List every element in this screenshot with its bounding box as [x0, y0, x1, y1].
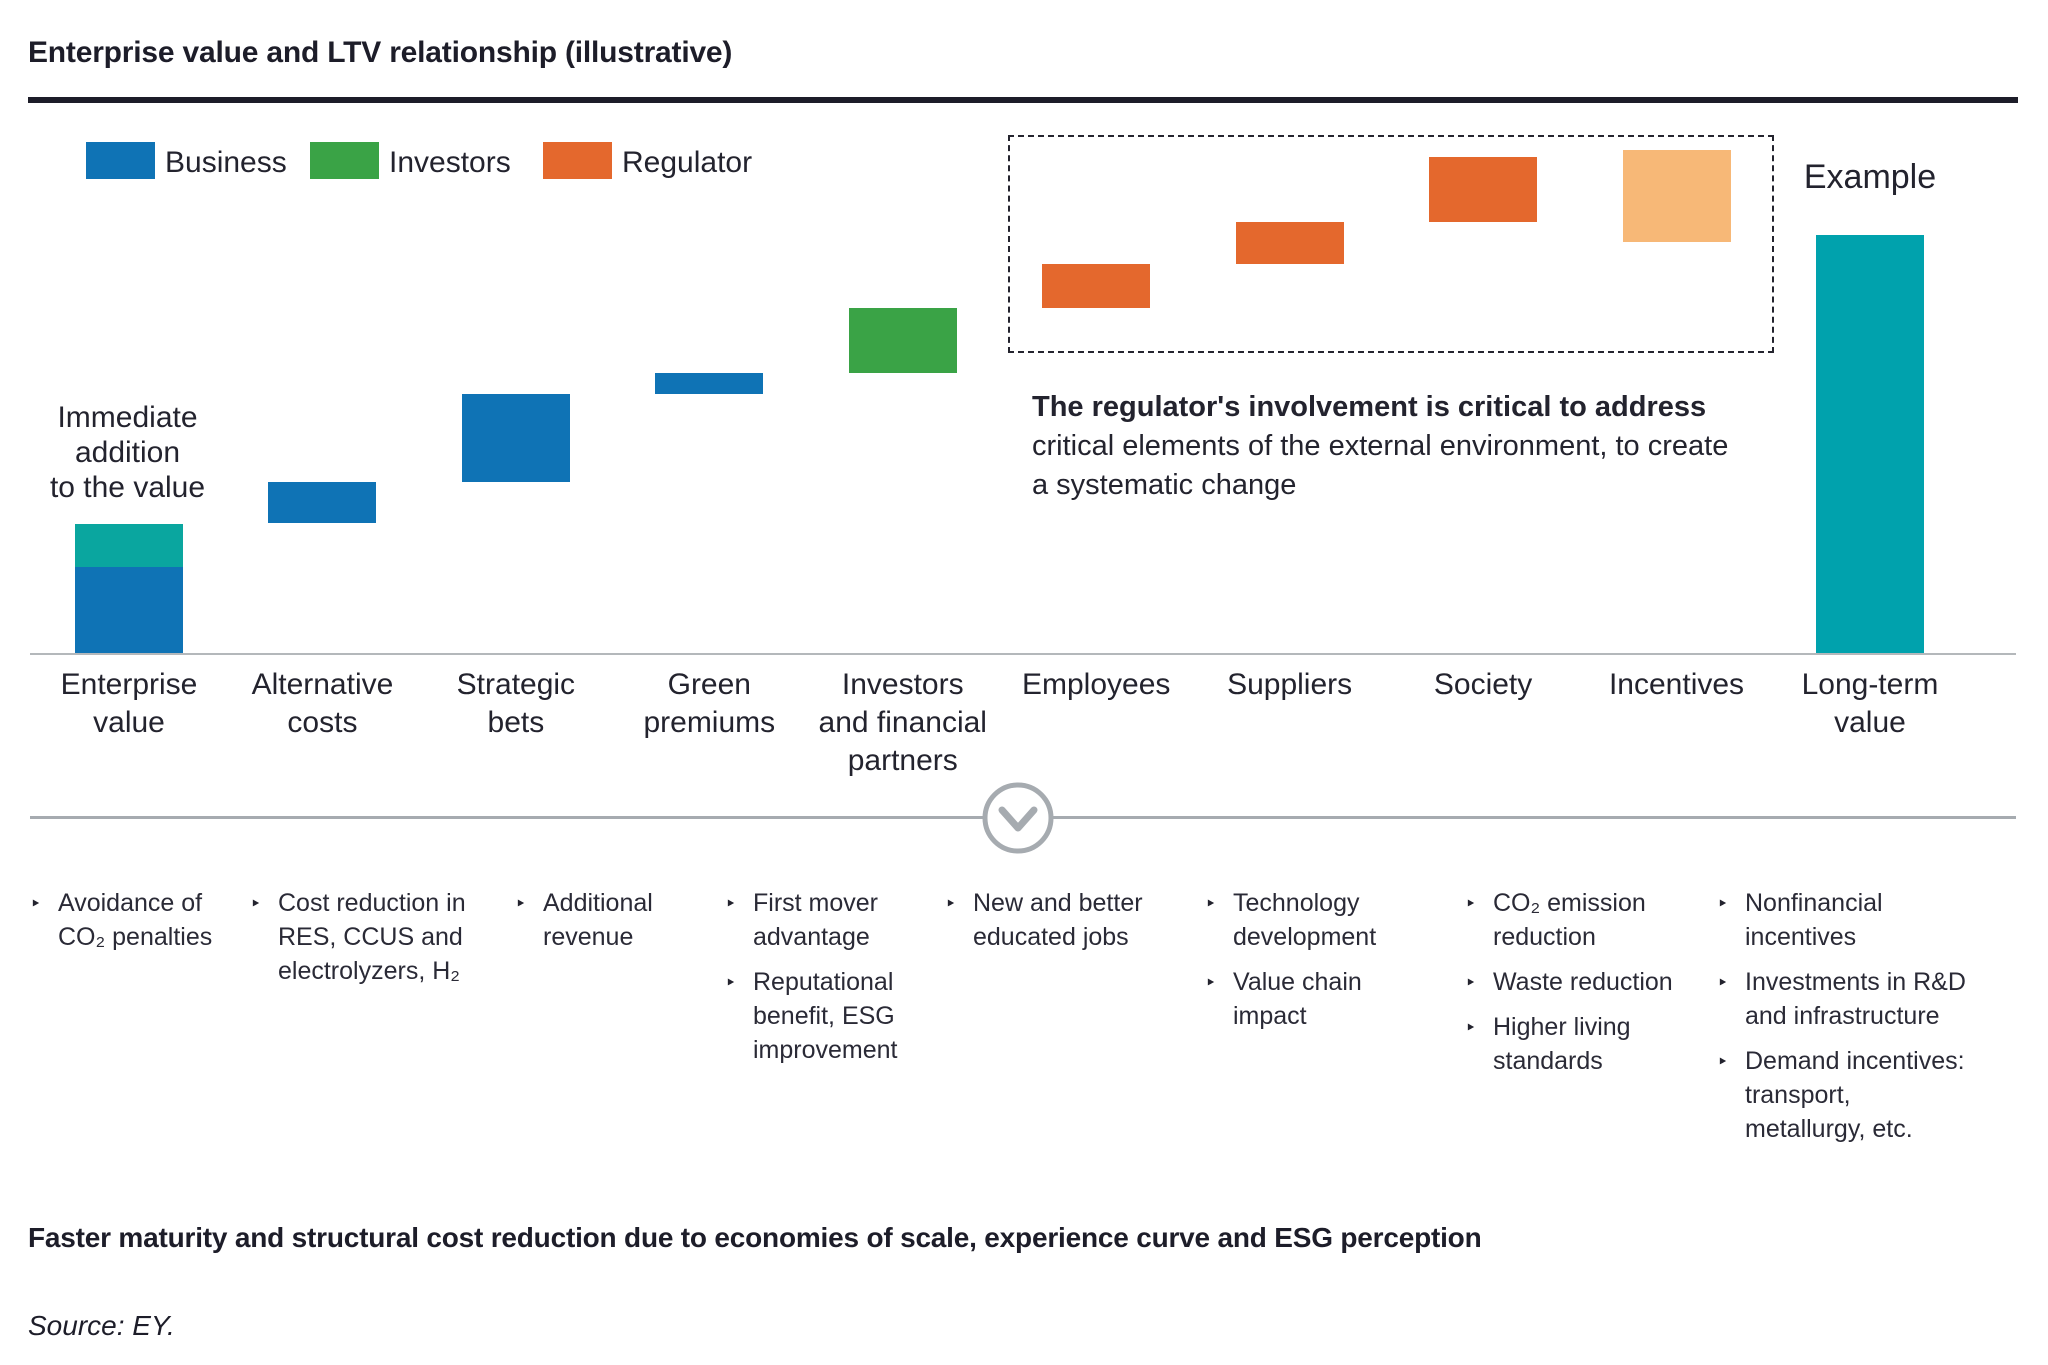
source-text: Source: EY. [28, 1310, 175, 1341]
bullet-text: Waste reduction [1493, 968, 1673, 996]
bullet-icon: ‣ [725, 973, 737, 994]
bar-green-premiums-business [655, 373, 764, 394]
x-axis-line [30, 653, 2016, 655]
bullet-text: Cost reduction in RES, CCUS and electrol… [278, 889, 466, 985]
takeaway-text: Faster maturity and structural cost redu… [28, 1222, 1482, 1253]
bullet-icon: ‣ [1717, 894, 1729, 915]
regulator-note-bold: The regulator's involvement is critical … [1032, 391, 1707, 423]
bullet-item: ‣ New and better educated jobs [945, 886, 1175, 954]
bar-incentives-regulator_light [1622, 150, 1731, 242]
bullet-icon: ‣ [1205, 894, 1217, 915]
axis-label-incentives: Incentives [1608, 668, 1745, 701]
bullet-group-green-premiums: ‣ First mover advantage ‣ Reputational bene… [725, 886, 915, 1078]
bullet-item: ‣ Technology development [1205, 886, 1395, 954]
regulator-note: The regulator's involvement is critical … [1032, 388, 1802, 505]
bar-long-term-value-value [1815, 235, 1924, 654]
bullet-item: ‣ CO₂ emission reduction [1465, 886, 1690, 954]
bar-society-regulator [1429, 157, 1538, 222]
axis-label-suppliers: Suppliers [1227, 668, 1353, 701]
bullet-item: ‣ Investments in R&D and infrastructure [1717, 965, 1967, 1033]
bullet-item: ‣ Nonfinancial incentives [1717, 886, 1967, 954]
bullet-item: ‣ Waste reduction [1465, 965, 1690, 999]
page-title: Enterprise value and LTV relationship (i… [28, 36, 733, 69]
bullet-icon: ‣ [725, 894, 737, 915]
bar-suppliers-regulator [1235, 222, 1344, 264]
bullet-text: Investments in R&D and infrastructure [1745, 968, 1966, 1030]
bullet-item: ‣ Avoidance of CO₂ penalties [30, 886, 235, 954]
bar-alternative-costs-business [268, 482, 377, 523]
bullet-item: ‣ Additional revenue [515, 886, 685, 954]
bar-investors-and-financial-partners-investors [848, 308, 957, 373]
example-label: Example [1803, 158, 1937, 196]
legend-swatch-regulator [543, 142, 612, 179]
bullet-group-employees: ‣ New and better educated jobs [945, 886, 1175, 965]
bullet-text: Higher living standards [1493, 1013, 1631, 1075]
bullet-item: ‣ Higher living standards [1465, 1010, 1690, 1078]
bullet-group-strategic-bets: ‣ Additional revenue [515, 886, 685, 965]
bullet-text: First mover advantage [753, 889, 878, 951]
bullet-text: CO₂ emission reduction [1493, 889, 1646, 951]
bullet-icon: ‣ [30, 894, 42, 915]
axis-label-long-term-value: Long-term value [1801, 668, 1939, 739]
bullet-text: Value chain impact [1233, 968, 1362, 1030]
legend-swatch-investors [310, 142, 379, 179]
regulator-group-box [1008, 135, 1774, 353]
title-underline [28, 97, 2018, 103]
legend-label-regulator: Regulator [622, 146, 753, 179]
bullet-group-incentives: ‣ Nonfinancial incentives ‣ Investments in … [1717, 886, 1967, 1157]
bullet-group-enterprise-value: ‣ Avoidance of CO₂ penalties [30, 886, 235, 965]
annotation-immediate-addition: Immediate addition to the value [49, 401, 206, 504]
bullet-text: Demand incentives: transport, metallurgy… [1745, 1047, 1965, 1143]
bullet-text: New and better educated jobs [973, 889, 1143, 951]
bullet-group-society: ‣CO₂ emission reduction‣Waste reduction‣… [1465, 886, 1690, 1089]
axis-label-strategic-bets: Strategic bets [456, 668, 576, 739]
axis-label-alternative-costs: Alternative costs [251, 668, 394, 739]
bullet-icon: ‣ [945, 894, 957, 915]
bar-enterprise-value-value_dark [75, 524, 183, 567]
bullet-text: Additional revenue [543, 889, 653, 951]
bullet-item: ‣ Reputational benefit, ESG improvement [725, 965, 915, 1067]
bullet-item: ‣ Demand incentives: transport, metallurg… [1717, 1044, 1967, 1146]
regulator-note-rest: critical elements of the external enviro… [1032, 430, 1729, 501]
bullet-icon: ‣ [1717, 1052, 1729, 1073]
axis-label-green-premiums: Green premiums [643, 668, 776, 739]
axis-label-enterprise-value: Enterprise value [60, 668, 198, 739]
bullet-group-suppliers: ‣ Technology development ‣ Value chain impa… [1205, 886, 1395, 1044]
bar-enterprise-value-business [75, 567, 183, 654]
bullet-icon: ‣ [515, 894, 527, 915]
bar-employees-regulator [1042, 264, 1151, 308]
bullet-text: Avoidance of CO₂ penalties [58, 889, 213, 951]
chevron-down-icon [982, 782, 1054, 854]
bullet-text: Reputational benefit, ESG improvement [753, 968, 898, 1064]
bullet-item: ‣ Value chain impact [1205, 965, 1395, 1033]
legend-label-investors: Investors [389, 146, 511, 179]
bullet-text: Nonfinancial incentives [1745, 889, 1883, 951]
bullet-item: ‣ First mover advantage [725, 886, 915, 954]
bullet-group-alternative-costs: ‣ Cost reduction in RES, CCUS and electro… [250, 886, 470, 999]
bullet-item: ‣ Cost reduction in RES, CCUS and electro… [250, 886, 470, 988]
bullet-icon: ‣ [1465, 894, 1477, 915]
bullet-icon: ‣ [250, 894, 262, 915]
bullet-icon: ‣ [1465, 973, 1477, 994]
bar-strategic-bets-business [461, 394, 570, 482]
legend-swatch-business [86, 142, 155, 179]
axis-label-society: Society [1433, 668, 1533, 701]
axis-label-employees: Employees [1021, 668, 1171, 701]
bullet-icon: ‣ [1465, 1018, 1477, 1039]
axis-label-investors-and-financial-partners: Investors and financial partners [818, 668, 987, 777]
bullet-icon: ‣ [1717, 973, 1729, 994]
bullet-text: Technology development [1233, 889, 1377, 951]
legend-label-business: Business [165, 146, 287, 179]
bullet-icon: ‣ [1205, 973, 1217, 994]
